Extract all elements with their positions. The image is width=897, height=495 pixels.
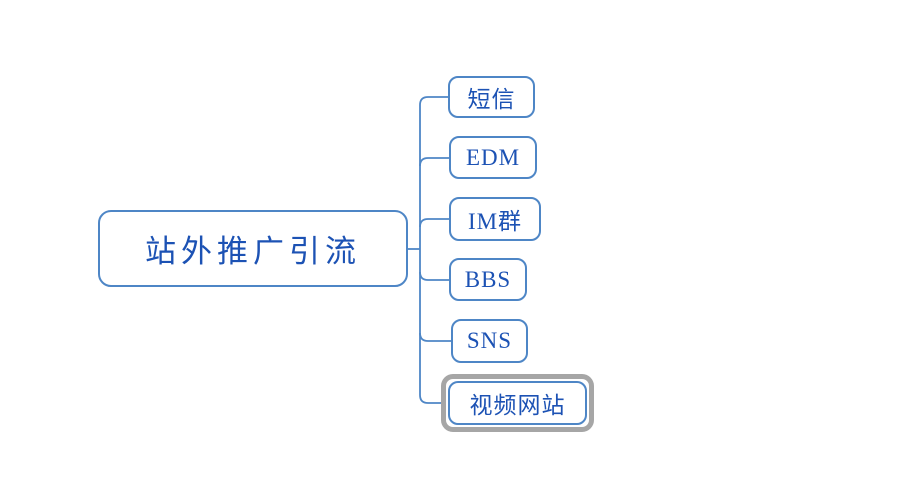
child-node-bbs[interactable]: BBS	[449, 258, 527, 301]
child-node-edm[interactable]: EDM	[449, 136, 537, 179]
child-node-label: BBS	[464, 266, 512, 292]
child-node-label: SNS	[466, 328, 513, 353]
child-node-label: 视频网站	[469, 393, 566, 418]
connector-branch-im	[419, 218, 449, 228]
child-node-im-group[interactable]: IM群	[449, 197, 541, 241]
connector-branch-edm	[419, 157, 449, 167]
selection-ring: 视频网站	[441, 374, 594, 432]
connector-branch-bbs	[419, 271, 449, 281]
child-node-sns[interactable]: SNS	[451, 319, 528, 363]
connector-branch-sns	[419, 332, 451, 342]
child-node-sms[interactable]: 短信	[448, 76, 535, 118]
child-node-label: EDM	[465, 144, 521, 170]
child-node-video-site-selected[interactable]: 视频网站	[448, 381, 587, 425]
connector-trunk	[419, 96, 448, 404]
child-node-label: 短信	[467, 87, 516, 112]
child-node-label: IM群	[467, 209, 523, 234]
root-node[interactable]: 站外推广引流	[98, 210, 408, 287]
root-node-label: 站外推广引流	[145, 234, 361, 269]
